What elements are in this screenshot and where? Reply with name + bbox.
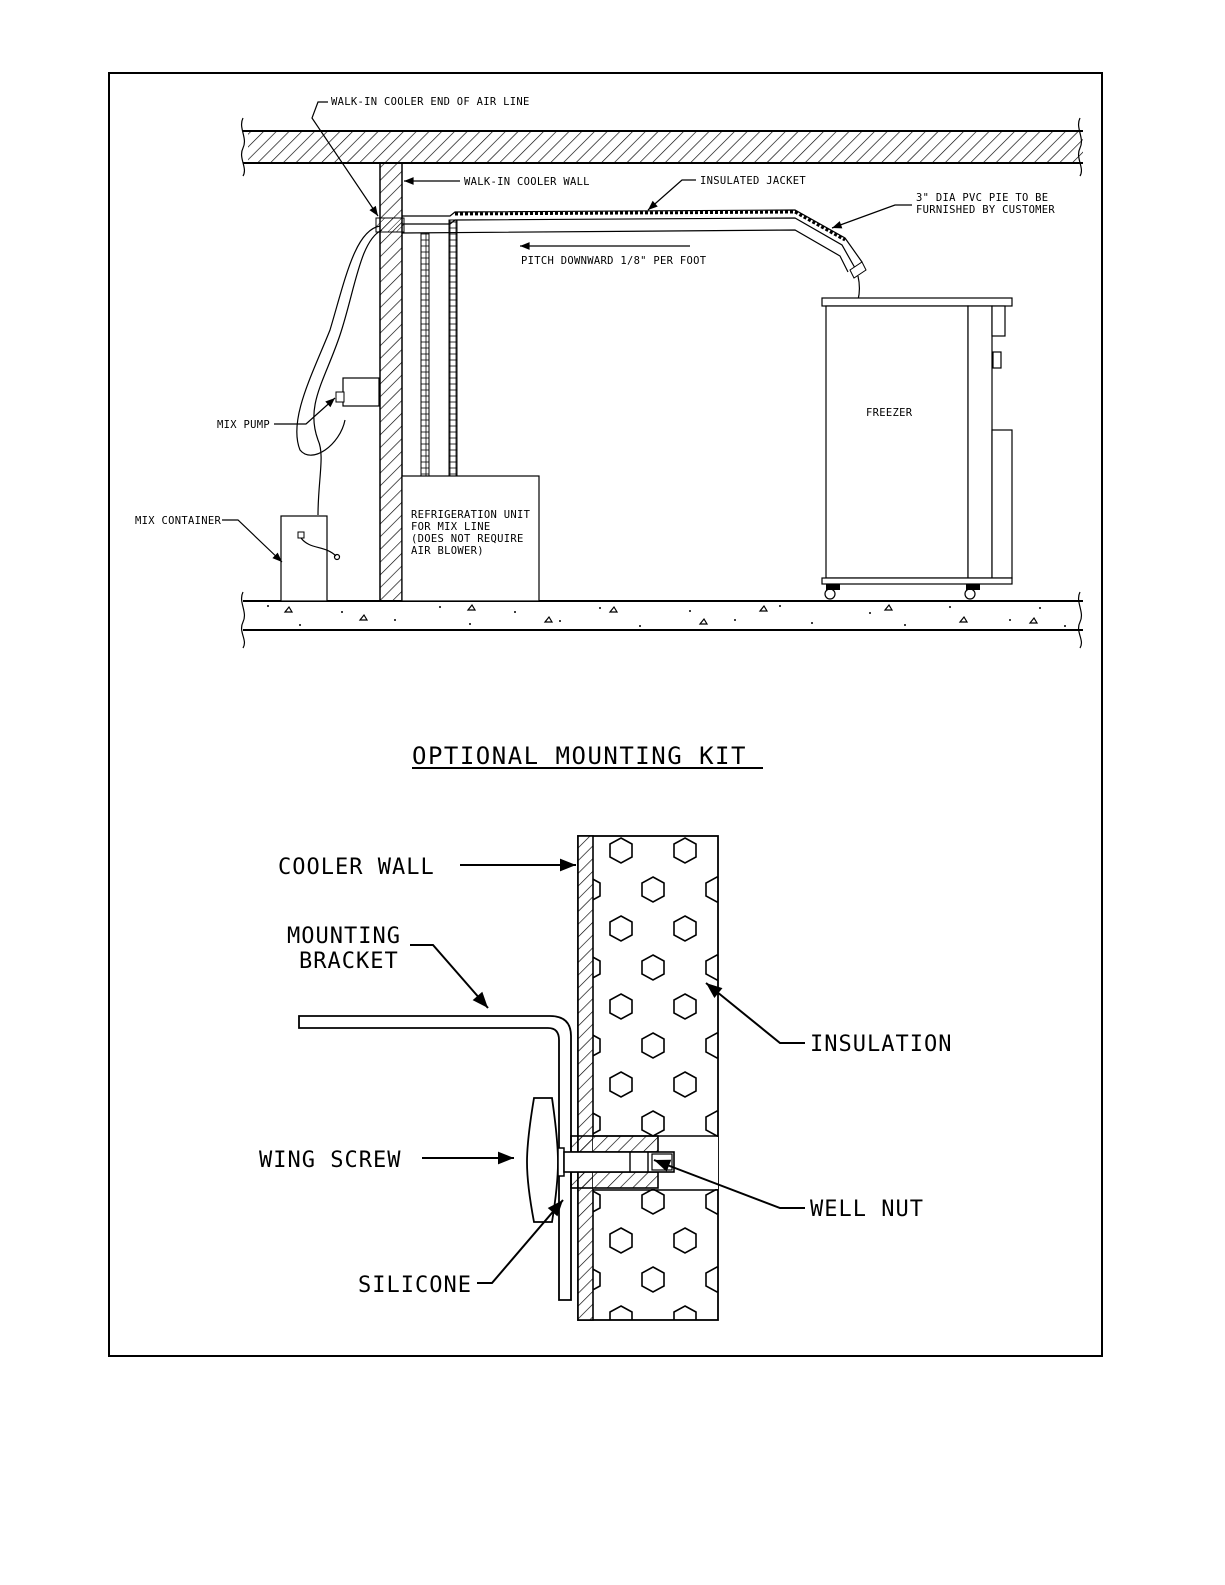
label-air-line-end: WALK-IN COOLER END OF AIR LINE <box>331 96 530 108</box>
label-insulation: INSULATION <box>810 1032 952 1057</box>
walk-in-cooler-wall <box>375 162 405 602</box>
label-cooler-wall: COOLER WALL <box>278 855 435 880</box>
kit-title: OPTIONAL MOUNTING KIT <box>412 742 747 770</box>
label-mounting-1: MOUNTING <box>287 924 401 949</box>
label-wing-screw: WING SCREW <box>259 1148 401 1173</box>
air-line-pipe <box>401 209 867 301</box>
cooler-wall-section <box>577 835 719 1321</box>
label-refrigeration-4: AIR BLOWER) <box>411 545 484 557</box>
label-pvc-pipe-1: 3" DIA PVC PIE TO BE <box>916 192 1048 204</box>
label-mix-container: MIX CONTAINER <box>135 515 221 527</box>
refrigeration-lines <box>420 219 458 477</box>
label-insulated-jacket: INSULATED JACKET <box>700 175 806 187</box>
label-pvc-pipe-2: FURNISHED BY CUSTOMER <box>916 204 1055 216</box>
mounting-bracket <box>298 1015 572 1301</box>
label-walk-in-cooler-wall: WALK-IN COOLER WALL <box>464 176 590 188</box>
wing-screw <box>526 1097 675 1223</box>
drawing-frame <box>108 72 1103 1357</box>
mix-container <box>280 515 341 602</box>
mix-pump <box>296 225 383 516</box>
ceiling-slab <box>240 117 1083 177</box>
label-freezer: FREEZER <box>866 407 913 419</box>
label-silicone: SILICONE <box>358 1273 472 1298</box>
floor-slab <box>240 591 1083 649</box>
freezer-unit <box>821 297 1013 600</box>
refrigeration-unit <box>401 475 540 602</box>
label-refrigeration-1: REFRIGERATION UNIT <box>411 509 531 521</box>
label-mounting-2: BRACKET <box>299 949 399 974</box>
label-mix-pump: MIX PUMP <box>217 419 270 431</box>
label-refrigeration-3: (DOES NOT REQUIRE <box>411 533 524 545</box>
label-well-nut: WELL NUT <box>810 1197 924 1222</box>
label-pitch: PITCH DOWNWARD 1/8" PER FOOT <box>521 255 707 267</box>
label-refrigeration-2: FOR MIX LINE <box>411 521 490 533</box>
well-nut <box>570 1135 659 1189</box>
